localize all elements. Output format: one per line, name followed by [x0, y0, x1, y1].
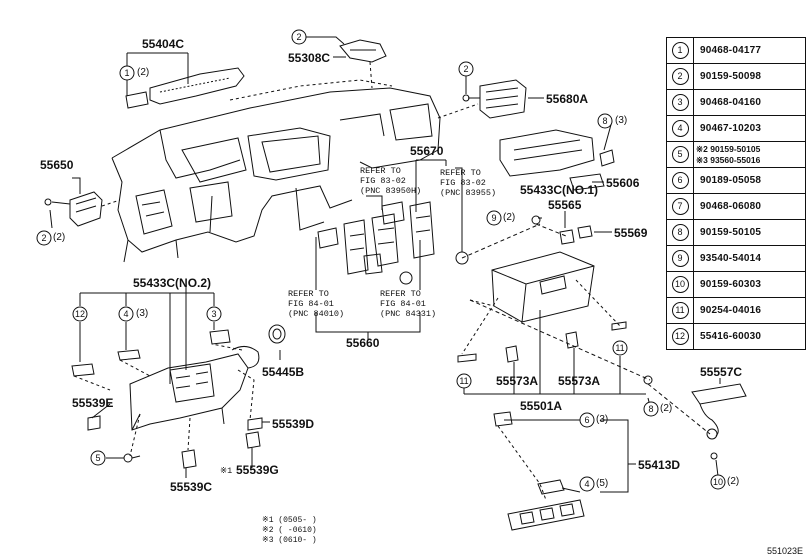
- label-55433C-no1: 55433C(NO.1): [520, 183, 599, 197]
- label-55670: 55670: [410, 144, 444, 158]
- callout-6: 6: [584, 415, 590, 425]
- part-55539E-shape: [87, 415, 101, 431]
- mark-1: ※1: [220, 466, 233, 476]
- callout-8a-qty: (3): [615, 115, 628, 126]
- callout-1: 1: [124, 68, 130, 78]
- part-55670-vents: [317, 201, 469, 285]
- callout-2b: 2: [463, 64, 469, 74]
- drawing-code: 551023E: [766, 546, 803, 556]
- callout-6-qty: (3): [596, 414, 609, 425]
- callout-4a-qty: (3): [136, 308, 149, 319]
- part-55539C-shape: [181, 449, 197, 469]
- callout-10-qty: (2): [727, 476, 740, 487]
- callout-8a: 8: [602, 116, 608, 126]
- part-55308C-shape: [339, 39, 387, 89]
- callout-2c-qty: (2): [53, 232, 66, 243]
- callout-1-qty: (2): [137, 67, 150, 78]
- label-55539D: 55539D: [272, 417, 315, 431]
- callout-9-qty: (2): [503, 212, 516, 223]
- callout-12: 12: [74, 309, 85, 319]
- label-55569: 55569: [614, 226, 648, 240]
- footnotes: ※1 (0505- ) ※2 ( -0610) ※3 (0610- ): [262, 516, 317, 546]
- part-55433C-no1-shape: [499, 129, 615, 191]
- instrument-panel-outline: [111, 79, 441, 263]
- clip-4-shape: [117, 349, 141, 361]
- callout-10: 10: [712, 477, 723, 487]
- part-55501A-glovebox: [469, 251, 595, 323]
- label-55660: 55660: [346, 336, 380, 350]
- label-55680A: 55680A: [546, 92, 589, 106]
- label-55445B: 55445B: [262, 365, 305, 379]
- label-55565: 55565: [548, 198, 582, 212]
- part-55404C-shape: [125, 67, 245, 109]
- label-55606: 55606: [606, 176, 640, 190]
- part-55557C-shape: [691, 383, 747, 460]
- label-55573A-2: 55573A: [558, 374, 601, 388]
- label-55308C: 55308C: [288, 51, 331, 65]
- label-55557C: 55557C: [700, 365, 743, 379]
- part-55680A-vent: [437, 79, 527, 119]
- callout-11b: 11: [615, 343, 625, 353]
- label-55539C: 55539C: [170, 480, 213, 494]
- callout-4b-qty: (5): [596, 478, 609, 489]
- callout-3: 3: [211, 309, 217, 319]
- label-55501A: 55501A: [520, 399, 563, 413]
- part-55413D-shape: [493, 411, 585, 531]
- part-55539G-shape: [245, 431, 261, 449]
- label-55433C-no2: 55433C(NO.2): [133, 276, 212, 290]
- label-55650: 55650: [40, 158, 74, 172]
- callout-2a: 2: [296, 32, 302, 42]
- part-55445B-shape: [268, 324, 286, 344]
- screw-5-shape: [123, 453, 141, 463]
- footnote-3: ※3 (0610- ): [262, 536, 317, 545]
- label-55413D: 55413D: [638, 458, 681, 472]
- footnote-1: ※1 (0505- ): [262, 516, 317, 525]
- callout-4a: 4: [123, 309, 129, 319]
- label-55539G: 55539G: [236, 463, 279, 477]
- callout-2c: 2: [41, 233, 47, 243]
- part-55650-vent: [44, 191, 121, 227]
- callout-8b: 8: [648, 404, 654, 414]
- callout-5: 5: [95, 453, 101, 463]
- part-55539D-shape: [247, 417, 263, 431]
- callout-9: 9: [491, 213, 497, 223]
- part-55565-shape: [531, 215, 593, 245]
- table-row: 5※2 90159-50105※3 93560-55016: [666, 141, 806, 168]
- callout-4b: 4: [584, 479, 590, 489]
- callout-8b-qty: (2): [660, 403, 673, 414]
- clip-3-shape: [209, 329, 231, 345]
- part-55433C-no2-panel: [129, 346, 260, 431]
- label-55404C: 55404C: [142, 37, 185, 51]
- footnote-2: ※2 ( -0610): [262, 526, 317, 535]
- clip-12-shape: [71, 363, 95, 377]
- label-55539E: 55539E: [72, 396, 114, 410]
- callout-circles: [36, 29, 726, 492]
- label-55573A-1: 55573A: [496, 374, 539, 388]
- callout-11a: 11: [459, 376, 469, 386]
- leader-lines: [49, 36, 721, 501]
